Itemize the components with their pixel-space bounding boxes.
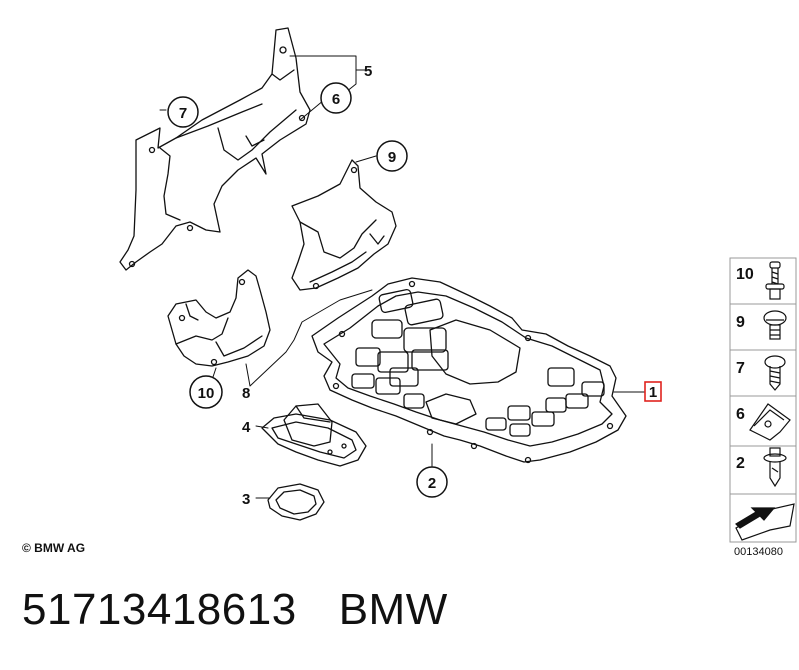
rivet-icon bbox=[763, 310, 787, 340]
svg-text:7: 7 bbox=[179, 105, 187, 122]
callout-8: 8 bbox=[242, 385, 250, 402]
copyright-text: © BMW AG bbox=[22, 541, 86, 555]
screw-icon bbox=[765, 261, 785, 300]
callout-3: 3 bbox=[242, 491, 250, 508]
underbody-guard-part bbox=[311, 277, 627, 464]
callout-10: 10 bbox=[189, 375, 223, 409]
callout-6: 6 bbox=[320, 82, 352, 114]
part-number: 51713418613 bbox=[22, 585, 297, 634]
left-bracket-part bbox=[167, 269, 271, 367]
svg-text:1: 1 bbox=[649, 384, 657, 401]
callout-1-highlighted: 1 bbox=[644, 381, 662, 402]
leader-lines bbox=[159, 55, 647, 499]
legend-label-10: 10 bbox=[736, 266, 754, 283]
svg-text:5: 5 bbox=[364, 63, 372, 80]
part-number-caption: 51713418613 BMW bbox=[22, 585, 448, 635]
svg-text:2: 2 bbox=[428, 475, 436, 492]
svg-text:8: 8 bbox=[242, 385, 250, 402]
diagram-id: 00134080 bbox=[734, 546, 783, 558]
arrow-icon bbox=[735, 503, 795, 541]
small-cover-part bbox=[267, 483, 325, 521]
parts-diagram: 7 6 5 9 10 8 4 3 2 1 10 9 7 bbox=[119, 27, 797, 543]
legend-label-7: 7 bbox=[736, 360, 745, 377]
legend-label-9: 9 bbox=[736, 314, 745, 331]
svg-text:3: 3 bbox=[242, 491, 250, 508]
front-deflector-part bbox=[291, 159, 397, 291]
svg-text:6: 6 bbox=[332, 91, 340, 108]
brand-name: BMW bbox=[338, 585, 448, 634]
legend-label-6: 6 bbox=[736, 406, 745, 423]
push-rivet-icon bbox=[763, 447, 787, 488]
bolt-icon bbox=[764, 355, 786, 391]
callout-5: 5 bbox=[364, 63, 372, 80]
fastener-legend: 10 9 7 6 2 bbox=[729, 257, 797, 543]
callout-2: 2 bbox=[416, 466, 448, 498]
svg-text:10: 10 bbox=[198, 385, 215, 402]
cover-cap-part bbox=[261, 403, 367, 467]
legend-label-2: 2 bbox=[736, 455, 745, 472]
callout-9: 9 bbox=[376, 140, 408, 172]
callout-4: 4 bbox=[242, 419, 251, 436]
side-panel-part bbox=[119, 27, 311, 271]
callout-7: 7 bbox=[167, 96, 199, 128]
clip-nut-icon bbox=[749, 403, 791, 441]
svg-text:4: 4 bbox=[242, 419, 251, 436]
svg-text:9: 9 bbox=[388, 149, 396, 166]
